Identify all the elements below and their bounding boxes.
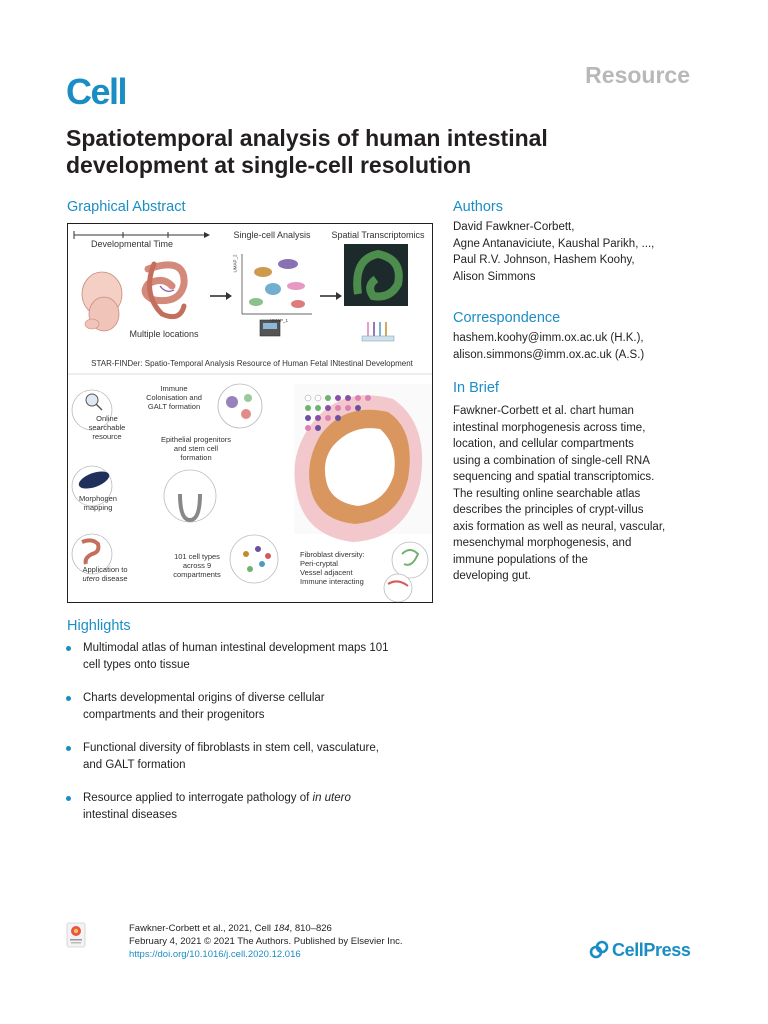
- single-cell-analysis-label: Single-cell Analysis: [233, 230, 311, 240]
- citation-line: Fawkner-Corbett et al., 2021, Cell 184, …: [129, 923, 332, 934]
- highlight-item: Charts developmental origins of diverse …: [66, 690, 446, 724]
- correspondence-heading: Correspondence: [453, 310, 561, 326]
- graphical-abstract-heading: Graphical Abstract: [67, 199, 186, 215]
- article-type-label: Resource: [585, 62, 690, 88]
- umap-y-label: UMAP_2: [232, 254, 238, 273]
- intestine-illustration: [141, 261, 188, 320]
- citation-block: Fawkner-Corbett et al., 2021, Cell 184, …: [129, 922, 403, 961]
- cell-types-label: 101 cell types across 9 compartments: [173, 552, 221, 579]
- umap-x-label: UMAP_1: [269, 318, 288, 323]
- highlight-item: Multimodal atlas of human intestinal dev…: [66, 640, 446, 674]
- cellpress-logo: CellPress: [589, 937, 691, 963]
- graphical-abstract-figure: Developmental Time Single-cell Analysis …: [67, 223, 433, 603]
- fibroblast-diversity-label: Fibroblast diversity: Peri-cryptal Vesse…: [300, 550, 365, 586]
- check-for-updates-icon[interactable]: [66, 922, 86, 948]
- author-line: Alison Simmons: [453, 270, 536, 283]
- spatial-tissue-image: [344, 244, 408, 306]
- citation-date-line: February 4, 2021 © 2021 The Authors. Pub…: [129, 936, 403, 947]
- in-brief-heading: In Brief: [453, 380, 499, 396]
- doi-link[interactable]: https://doi.org/10.1016/j.cell.2020.12.0…: [129, 949, 301, 960]
- bullet-icon: [66, 796, 71, 801]
- in-brief-text: Fawkner-Corbett et al. chart human intes…: [453, 405, 666, 582]
- publisher-name: CellPress: [612, 939, 691, 960]
- journal-logo: Cell: [66, 71, 128, 112]
- highlight-item: Functional diversity of fibroblasts in s…: [66, 740, 446, 774]
- highlights-heading: Highlights: [67, 618, 131, 634]
- authors-heading: Authors: [453, 199, 503, 215]
- umap-plot: [241, 254, 312, 315]
- multiple-locations-label: Multiple locations: [129, 329, 199, 339]
- online-resource-label: Online searchable resource: [88, 414, 126, 441]
- bullet-icon: [66, 696, 71, 701]
- highlight-item: Resource applied to interrogate patholog…: [66, 790, 446, 824]
- immune-colonisation-label: Immune Colonisation and GALT formation: [146, 384, 202, 411]
- article-title: Spatiotemporal analysis of human intesti…: [66, 125, 686, 179]
- correspondence-email[interactable]: alison.simmons@imm.ox.ac.uk (A.S.): [453, 348, 645, 361]
- application-label: Application to utero disease: [82, 565, 128, 583]
- epithelial-progenitors-label: Epithelial progenitors and stem cell for…: [160, 435, 232, 462]
- graphical-abstract-illustration: [68, 231, 432, 602]
- fetus-illustration: [81, 271, 123, 332]
- authors-list: David Fawkner-Corbett, Agne Antanaviciut…: [453, 219, 703, 285]
- developmental-time-label: Developmental Time: [90, 239, 174, 249]
- correspondence-email[interactable]: hashem.koohy@imm.ox.ac.uk (H.K.),: [453, 332, 644, 344]
- star-finder-label: STAR-FINDer: Spatio-Temporal Analysis Re…: [91, 359, 413, 368]
- author-line: Paul R.V. Johnson, Hashem Koohy,: [453, 254, 635, 266]
- bullet-icon: [66, 746, 71, 751]
- author-line: Agne Antanaviciute, Kaushal Parikh, ...,: [453, 237, 655, 250]
- spatial-transcriptomics-label: Spatial Transcriptomics: [331, 230, 425, 240]
- correspondence-list: hashem.koohy@imm.ox.ac.uk (H.K.), alison…: [453, 330, 703, 363]
- cellpress-mark-icon: [589, 940, 609, 959]
- bullet-icon: [66, 646, 71, 651]
- title-line: development at single-cell resolution: [66, 152, 472, 178]
- author-line: David Fawkner-Corbett,: [453, 221, 575, 233]
- title-line: Spatiotemporal analysis of human intesti…: [66, 125, 548, 151]
- morphogen-mapping-label: Morphogen mapping: [79, 494, 117, 512]
- highlights-list: Multimodal atlas of human intestinal dev…: [66, 640, 446, 840]
